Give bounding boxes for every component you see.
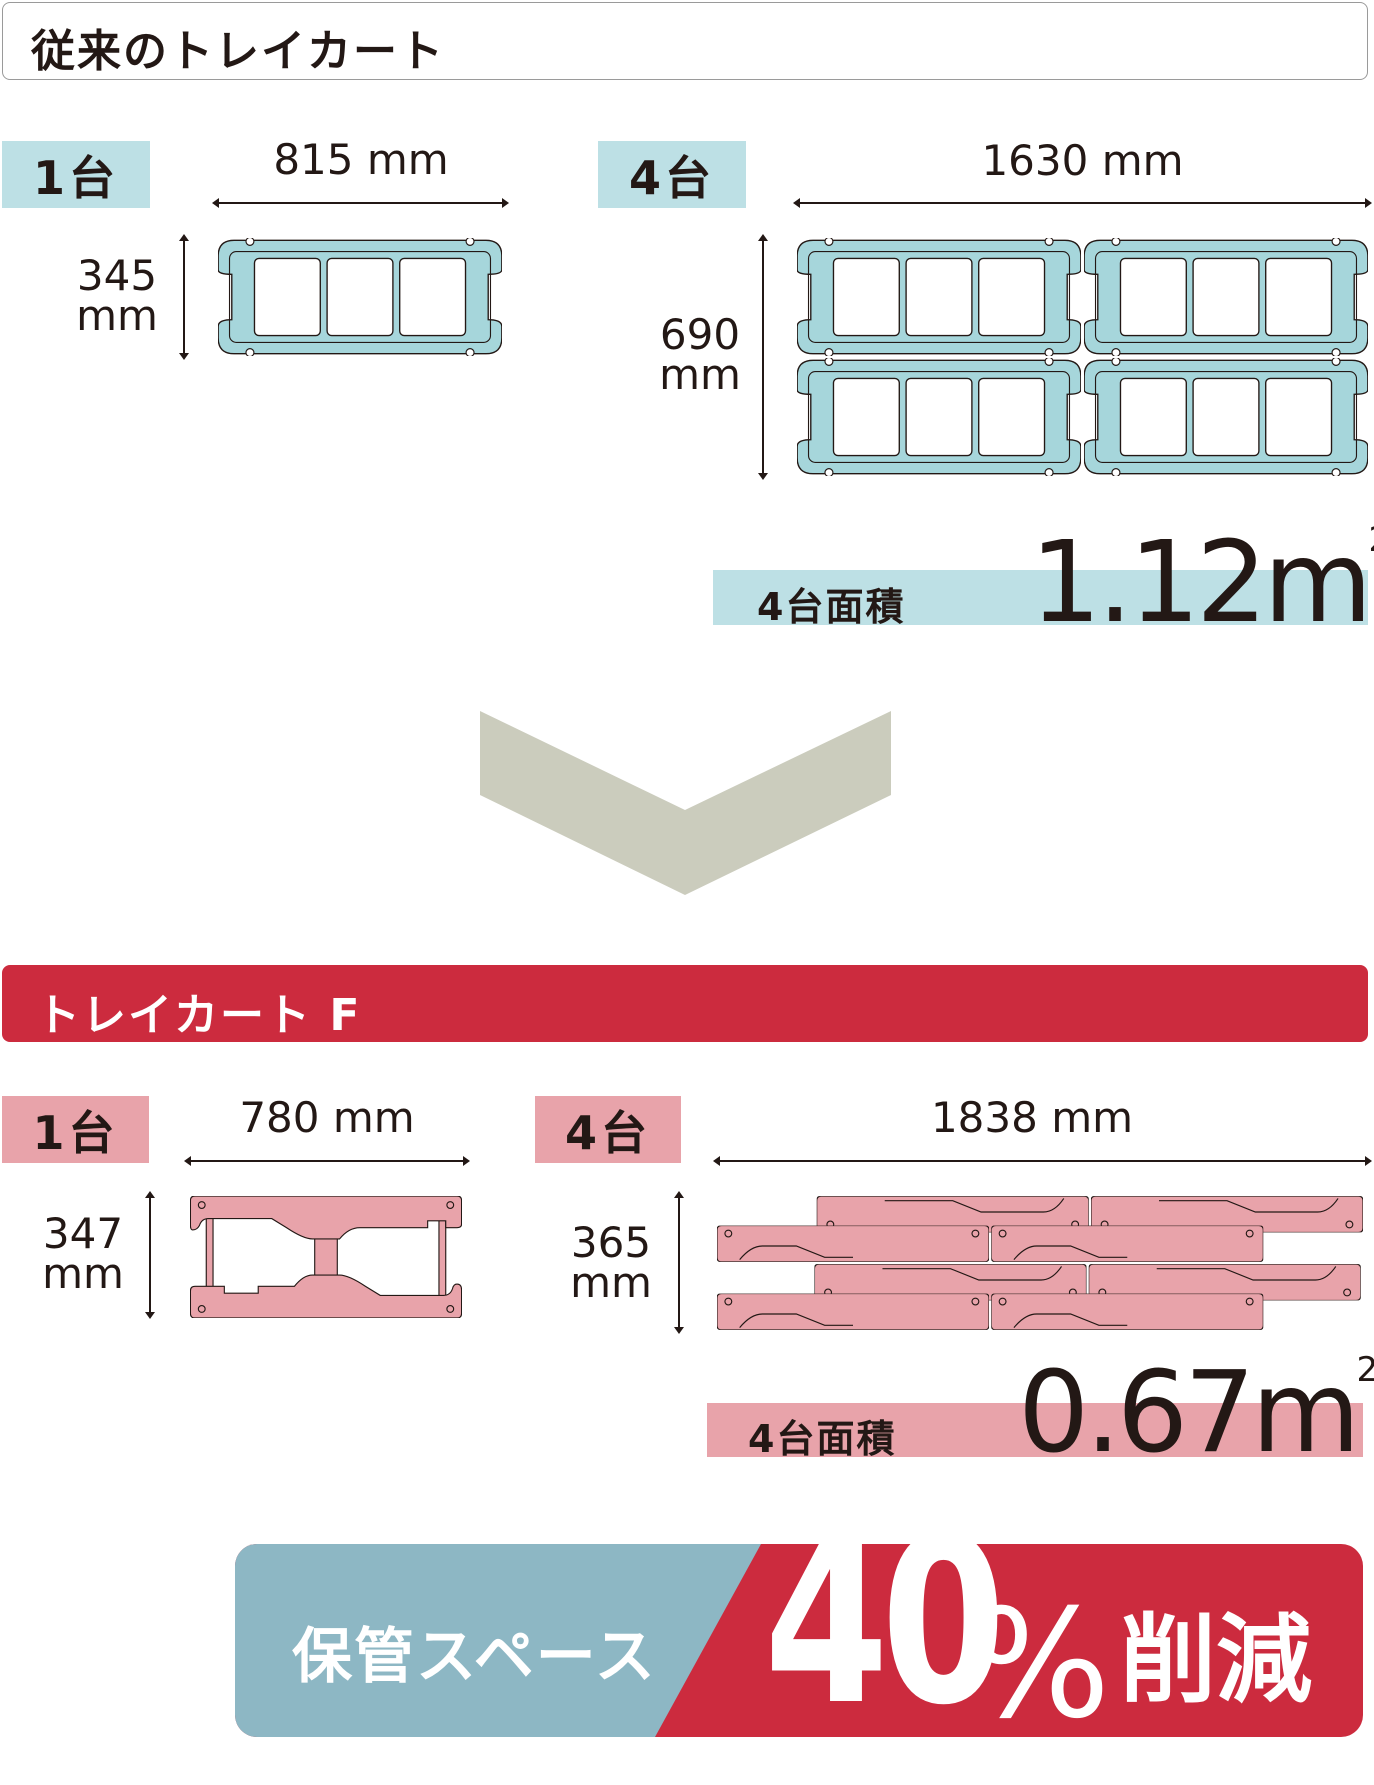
width-dimension-arrow <box>212 198 509 208</box>
result-banner <box>235 1544 1363 1737</box>
tray-cart-f-four-icon <box>717 1196 1363 1330</box>
conventional-area-value: 1.12m2 <box>1030 520 1374 639</box>
conventional-single-tag: 1台 <box>2 141 150 208</box>
height-value: 365 <box>570 1218 652 1267</box>
area-exponent: 2 <box>1356 1350 1374 1390</box>
height-unit: mm <box>76 291 158 340</box>
conventional-quad-tag: 4台 <box>598 141 746 208</box>
conventional-four-trays-icon <box>797 238 1368 476</box>
conventional-title: 従来のトレイカート <box>31 26 445 77</box>
height-dimension-arrow <box>179 234 189 360</box>
new-single-tag: 1台 <box>2 1096 149 1163</box>
area-exponent: 2 <box>1368 520 1374 560</box>
tray-cart-f-icon <box>190 1196 462 1318</box>
height-value: 690 <box>659 310 741 359</box>
new-header: トレイカート F <box>2 965 1368 1042</box>
height-unit: mm <box>42 1249 124 1298</box>
width-dimension-arrow <box>713 1156 1372 1166</box>
conventional-tray-icon <box>218 238 502 356</box>
storage-space-label: 保管スペース <box>292 1622 657 1692</box>
new-title: トレイカート F <box>36 990 362 1041</box>
percent-sign: % <box>968 1578 1111 1752</box>
new-quad-width: 1838 mm <box>930 1093 1134 1142</box>
height-dimension-arrow <box>145 1191 155 1319</box>
conventional-area-band <box>713 570 1368 625</box>
area-number: 1.12m <box>1030 518 1372 648</box>
height-dimension-arrow <box>758 234 768 480</box>
new-area-band <box>707 1403 1363 1457</box>
width-dimension-arrow <box>793 198 1372 208</box>
new-single-width: 780 mm <box>239 1093 415 1142</box>
reduction-value: 40 <box>764 1489 1006 1756</box>
new-area-label: 4台面積 <box>748 1417 897 1461</box>
width-dimension-arrow <box>184 1156 470 1166</box>
height-value: 345 <box>76 251 158 300</box>
conventional-area-label: 4台面積 <box>757 585 906 629</box>
height-unit: mm <box>659 350 741 399</box>
reduction-label: 削減 <box>1120 1604 1312 1716</box>
height-unit: mm <box>570 1258 652 1307</box>
conventional-header: 従来のトレイカート <box>2 2 1368 80</box>
conventional-quad-width: 1630 mm <box>981 136 1184 185</box>
conventional-single-width: 815 mm <box>273 135 449 184</box>
height-value: 347 <box>42 1209 124 1258</box>
new-area-value: 0.67m2 <box>1018 1350 1374 1469</box>
area-number: 0.67m <box>1018 1348 1360 1478</box>
height-dimension-arrow <box>674 1191 684 1334</box>
new-quad-tag: 4台 <box>535 1096 681 1163</box>
